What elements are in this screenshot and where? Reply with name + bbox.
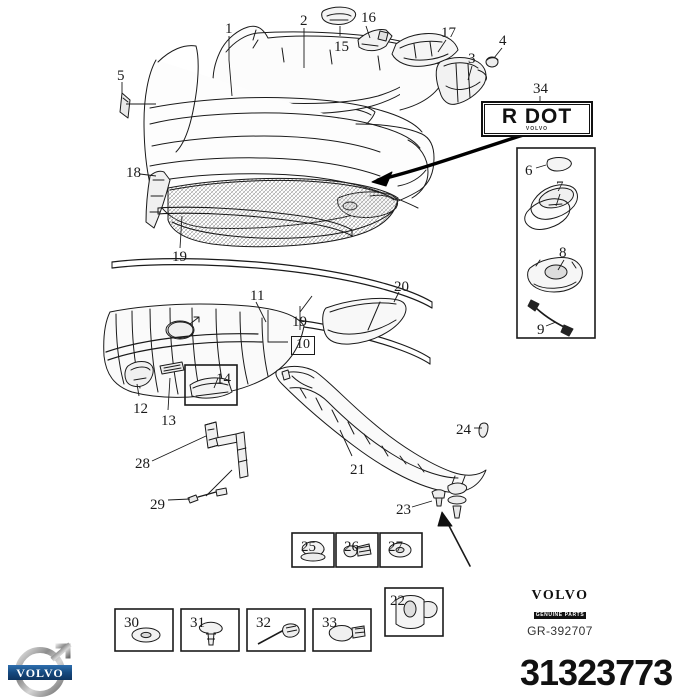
part-23-pushpin — [431, 489, 446, 507]
callout-16: 16 — [361, 10, 376, 26]
callout-19b: 19 — [292, 314, 307, 330]
callout-14: 14 — [216, 371, 231, 387]
callout-11: 11 — [250, 288, 265, 304]
callout-7: 7 — [556, 179, 564, 195]
part-20-intake-trim — [322, 297, 407, 345]
marking-plate-text: R DOT — [501, 104, 573, 128]
svg-text:VOLVO: VOLVO — [16, 666, 63, 680]
part-29-screw — [187, 487, 228, 504]
marking-plate: R DOT VOLVO — [481, 101, 593, 137]
callout-25: 25 — [301, 539, 316, 555]
callout-31: 31 — [190, 615, 205, 631]
callout-12: 12 — [133, 401, 148, 417]
part-28-bracket — [204, 421, 249, 479]
part-24-clip — [478, 422, 489, 438]
callout-5: 5 — [117, 68, 125, 84]
marking-plate-inner: R DOT VOLVO — [484, 104, 590, 134]
callout-3: 3 — [468, 51, 476, 67]
part-10-radiator-grille — [103, 303, 305, 398]
callout-21: 21 — [350, 462, 365, 478]
part-box-frames — [114, 147, 596, 652]
callout-19a: 19 — [172, 249, 187, 265]
part-21-deflector — [275, 365, 487, 493]
volvo-badge: VOLVO — [8, 642, 72, 697]
callout-15: 15 — [334, 39, 349, 55]
hardware-glyphs — [131, 541, 438, 646]
callout-6: 6 — [525, 163, 533, 179]
callout-10: 10 — [291, 336, 315, 355]
part-17-cover — [391, 33, 459, 67]
part-16-bracket — [357, 29, 393, 52]
pin-assembly — [437, 475, 471, 567]
part-number: 31323773 — [520, 652, 673, 693]
callout-28: 28 — [135, 456, 150, 472]
brand-tagline: GENUINE PARTS — [533, 612, 587, 619]
part-19a-strip — [157, 206, 353, 237]
part-14-reinforcement — [189, 377, 233, 399]
callout-13: 13 — [161, 413, 176, 429]
part-4-grommet — [485, 56, 499, 68]
part-5-clip — [119, 92, 131, 119]
inset-washer-parts — [524, 157, 583, 337]
callout-34: 34 — [533, 81, 548, 97]
callout-2: 2 — [300, 13, 308, 29]
callout-18: 18 — [126, 165, 141, 181]
callout-9: 9 — [537, 322, 545, 338]
callout-30: 30 — [124, 615, 139, 631]
callout-27: 27 — [388, 539, 403, 555]
part-12-clip — [124, 361, 154, 388]
callout-32: 32 — [256, 615, 271, 631]
callout-8: 8 — [559, 245, 567, 261]
leader-lines — [121, 25, 565, 508]
callout-17: 17 — [441, 25, 456, 41]
callout-26: 26 — [344, 539, 359, 555]
part-3-washer-housing — [435, 57, 487, 105]
callout-20: 20 — [394, 279, 409, 295]
part-10-lower-grille — [167, 177, 399, 248]
callout-29: 29 — [150, 497, 165, 513]
callout-23: 23 — [396, 502, 411, 518]
callout-24: 24 — [456, 422, 471, 438]
callout-1: 1 — [225, 21, 233, 37]
callout-22: 22 — [390, 593, 405, 609]
part-15-clip — [321, 6, 357, 25]
footer-brand: VOLVO GENUINE PARTS GR-392707 — [505, 588, 615, 638]
part-13-strip — [159, 361, 185, 375]
catalog-code: GR-392707 — [527, 624, 593, 638]
callout-33: 33 — [322, 615, 337, 631]
part-19b-strip — [111, 258, 433, 309]
marking-plate-subtext: VOLVO — [525, 125, 549, 132]
brand-wordmark: VOLVO — [531, 588, 589, 603]
callout-4: 4 — [499, 33, 507, 49]
